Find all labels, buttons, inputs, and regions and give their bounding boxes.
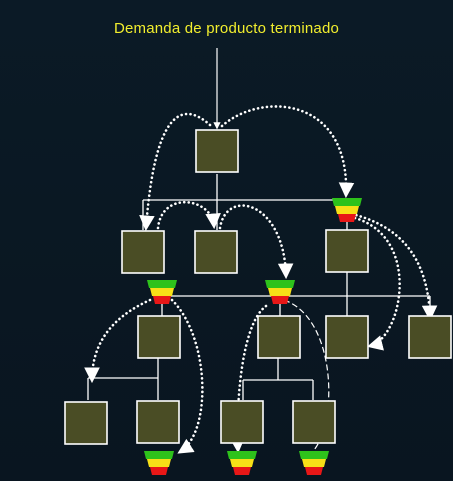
node-level1-left xyxy=(121,230,165,274)
buffer-icon xyxy=(144,451,174,475)
structure-lines xyxy=(87,174,431,400)
node-level3-a xyxy=(64,401,108,445)
node-level3-b xyxy=(136,400,180,444)
buffer-icon xyxy=(265,280,295,304)
buffers xyxy=(144,198,362,475)
node-finished-product xyxy=(195,129,239,173)
nodes xyxy=(64,129,452,445)
buffer-icon xyxy=(299,451,329,475)
node-level3-c xyxy=(220,400,264,444)
node-level3-d xyxy=(292,400,336,444)
node-level1-right xyxy=(325,229,369,273)
buffer-icon xyxy=(332,198,362,222)
node-level1-center xyxy=(194,230,238,274)
diagram-title: Demanda de producto terminado xyxy=(113,20,340,37)
buffer-icon xyxy=(147,280,177,304)
node-level2-a xyxy=(137,315,181,359)
dotted-flow-arrows xyxy=(84,105,438,454)
node-level2-b xyxy=(257,315,301,359)
node-level2-c xyxy=(325,315,369,359)
node-level2-d xyxy=(408,315,452,359)
buffer-icon xyxy=(227,451,257,475)
